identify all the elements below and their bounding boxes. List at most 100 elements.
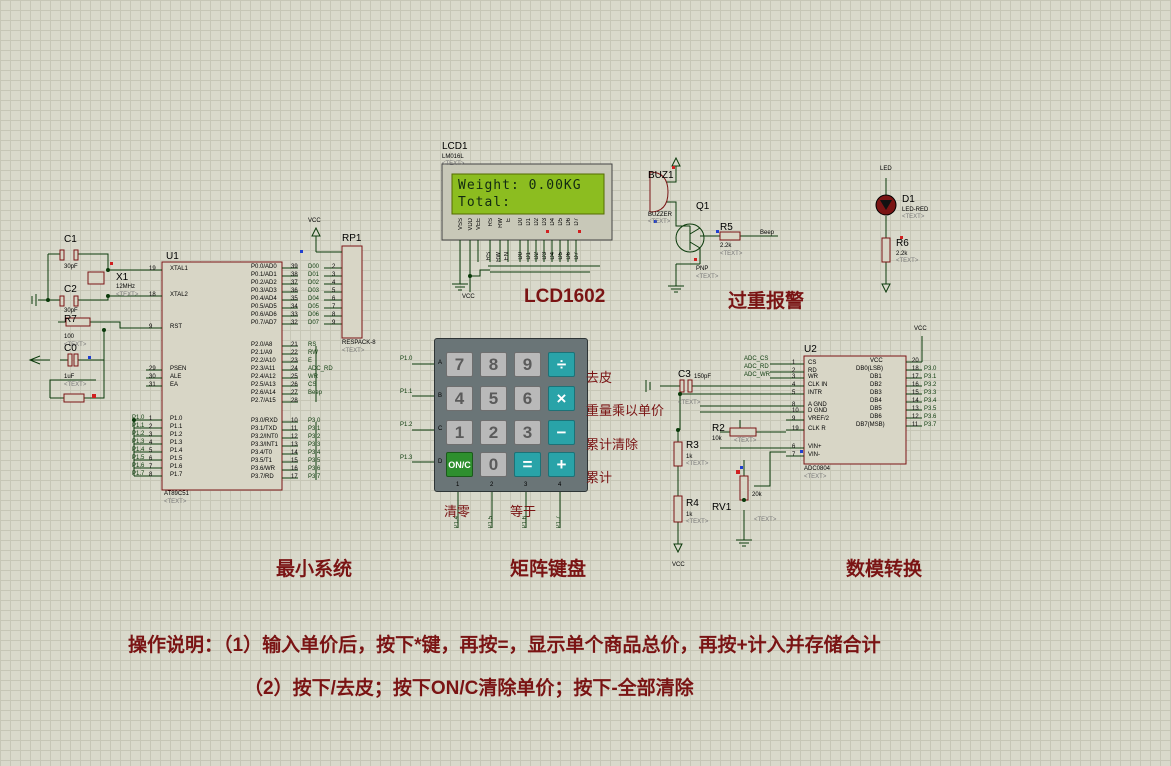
- p3-net: P3.7: [308, 474, 321, 480]
- r4-ref: R4: [686, 498, 699, 509]
- r4-body: [673, 495, 683, 523]
- p2-net: E: [308, 358, 313, 364]
- mcu-pin-name: P1.4: [170, 448, 183, 454]
- keypad-key[interactable]: ÷: [548, 352, 575, 377]
- adc-pin-num: 17: [912, 374, 919, 380]
- adc-pin-num: 13: [912, 406, 919, 412]
- p3-net: P3.4: [308, 450, 321, 456]
- mcu-pin-num: 9: [149, 324, 153, 330]
- buz-part: BUZZER: [648, 212, 672, 218]
- p1-net: P1.7: [132, 471, 145, 477]
- lcd-bus-net: D0: [518, 252, 524, 260]
- mcu-pin-num: 31: [149, 382, 156, 388]
- rp1-text: <TEXT>: [342, 348, 365, 354]
- label-eq: 等于: [510, 504, 537, 519]
- adc-pin-name: DB5: [870, 406, 882, 412]
- r4-text: <TEXT>: [686, 519, 709, 525]
- lcd-pin-name: RS: [488, 218, 494, 227]
- mcu-pin-name: P0.3/AD3: [251, 288, 277, 294]
- c2-ref: C2: [64, 284, 77, 295]
- lcd-bus-net: D5: [558, 252, 564, 260]
- r3-val: 1k: [686, 454, 693, 460]
- label-plus: 累计: [586, 470, 613, 485]
- keypad-row-net: P1.0: [400, 356, 413, 362]
- keypad-key[interactable]: ON/C: [446, 452, 473, 477]
- keypad-key[interactable]: 5: [480, 386, 507, 411]
- keypad-key[interactable]: +: [548, 452, 575, 477]
- r3-body: [673, 441, 683, 467]
- mcu-pin-name: P2.2/A10: [251, 358, 276, 364]
- d1-part: LED-RED: [902, 207, 929, 213]
- keypad-key[interactable]: 6: [514, 386, 541, 411]
- adc-pin-name: DB6: [870, 414, 882, 420]
- rp1-pin-num: 2: [332, 264, 336, 270]
- keypad-key[interactable]: 8: [480, 352, 507, 377]
- section-alarm: 过重报警: [728, 291, 805, 312]
- mcu-ref: U1: [166, 251, 179, 262]
- rp1-pin-num: 6: [332, 296, 336, 302]
- keypad-key[interactable]: 4: [446, 386, 473, 411]
- keypad-key[interactable]: −: [548, 420, 575, 445]
- mcu-pin-num: 30: [149, 374, 156, 380]
- mcu-pin-num: 29: [149, 366, 156, 372]
- keypad-col-net: P1.5: [488, 516, 494, 529]
- section-keypad: 矩阵键盘: [510, 559, 587, 580]
- keypad-row-net: P1.2: [400, 422, 413, 428]
- mcu-pin-num: 2: [149, 424, 153, 430]
- keypad-row-net: P1.3: [400, 455, 413, 461]
- adc-pin-num: 12: [912, 414, 919, 420]
- mcu-pin-name: P3.6/WR: [251, 466, 276, 472]
- lcd-bus-net: RS: [486, 252, 492, 261]
- adc-pin-num: 18: [912, 366, 919, 372]
- adc-pin-name: WR: [808, 374, 818, 380]
- r5-text: <TEXT>: [720, 251, 743, 257]
- keypad-key[interactable]: 2: [480, 420, 507, 445]
- lcd-bus-net: D4: [550, 252, 556, 260]
- mcu-pin-num: 4: [149, 440, 153, 446]
- mcu-pin-name: P3.2/INT0: [251, 434, 279, 440]
- adc-pin-num: 6: [792, 444, 796, 450]
- lcd-bus-net: D2: [534, 252, 540, 260]
- adc-pin-num: 14: [912, 398, 919, 404]
- rp1-body: [341, 245, 363, 339]
- c0-plate-b: [73, 353, 79, 367]
- c2-val: 30pF: [64, 308, 78, 314]
- keypad-key[interactable]: 9: [514, 352, 541, 377]
- mcu-text: <TEXT>: [164, 499, 187, 505]
- adc-pin-name: DB4: [870, 398, 882, 404]
- c0-text: <TEXT>: [64, 382, 87, 388]
- rv1-text: <TEXT>: [754, 517, 777, 523]
- mcu-pin-name: P0.0/AD0: [251, 264, 277, 270]
- p0-to-rp1: [324, 267, 342, 325]
- adc-left-stubs: [786, 363, 804, 457]
- adc-db-net: P3.5: [924, 406, 937, 412]
- p0-net: D00: [308, 264, 320, 270]
- p3-net: P3.2: [308, 434, 321, 440]
- adc-ref: U2: [804, 344, 817, 355]
- adc-pin-name: CLK R: [808, 426, 826, 432]
- keypad-key[interactable]: 1: [446, 420, 473, 445]
- lcd-vcc-wire: [469, 262, 490, 292]
- lcd-row-2: Total:: [458, 195, 511, 210]
- rp1-pin-num: 3: [332, 272, 336, 278]
- p1-bus: [133, 419, 146, 477]
- adc-pin-name: CS: [808, 360, 817, 366]
- lcd-text: <TEXT>: [442, 161, 465, 167]
- keypad-row-pin: B: [438, 393, 443, 399]
- keypad-key[interactable]: 0: [480, 452, 507, 477]
- section-lcd: LCD1602: [524, 286, 606, 307]
- mcu-pin-num: 3: [149, 432, 153, 438]
- section-adc: 数模转换: [846, 559, 923, 580]
- keypad-key[interactable]: 3: [514, 420, 541, 445]
- adc-db-net: P3.3: [924, 390, 937, 396]
- lcd-ref: LCD1: [442, 141, 468, 152]
- p0-net: D01: [308, 272, 320, 278]
- keypad-key[interactable]: =: [514, 452, 541, 477]
- p1-net: P1.3: [132, 439, 145, 445]
- wire-gnd-xtal: [31, 254, 49, 306]
- buzzer-body: [649, 171, 669, 213]
- keypad-key[interactable]: 7: [446, 352, 473, 377]
- label-div: 去皮: [586, 370, 613, 385]
- keypad-key[interactable]: ×: [548, 386, 575, 411]
- r6-ref: R6: [896, 238, 909, 249]
